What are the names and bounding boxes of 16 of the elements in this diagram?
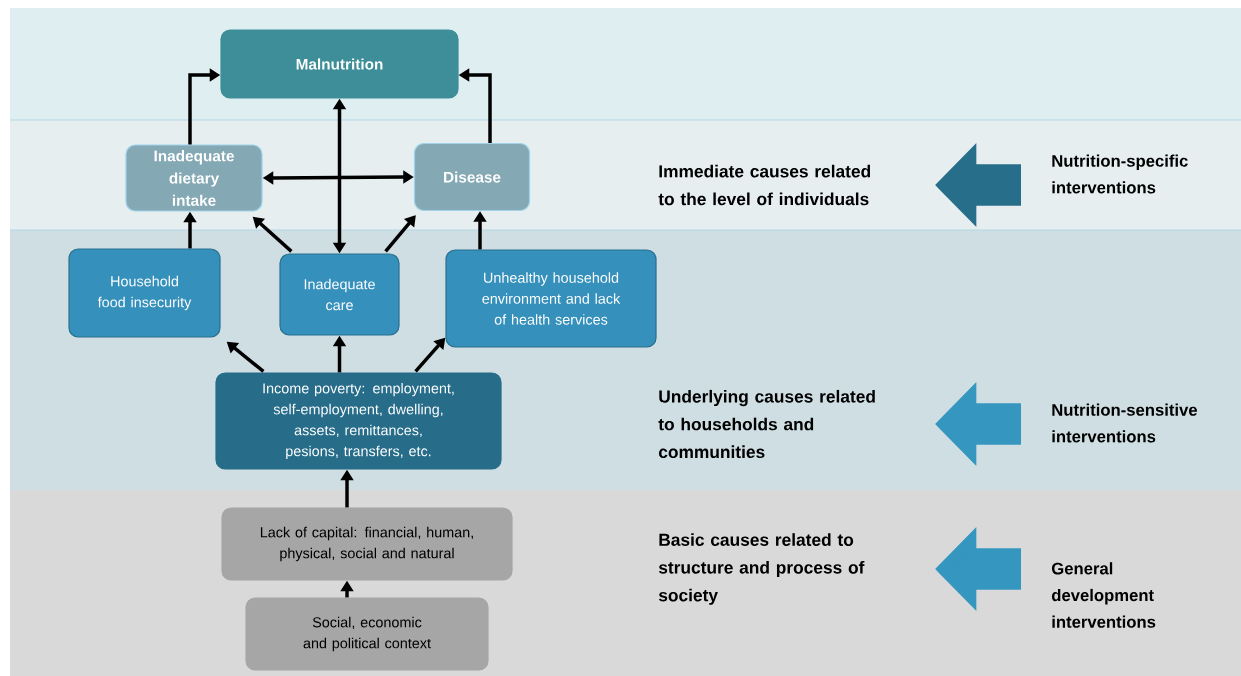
heading-text: Nutrition-sensitive interventions <box>1052 403 1198 443</box>
arrow <box>384 215 416 253</box>
context-box: Social, economic and political context <box>245 597 489 671</box>
outcome-box: Malnutrition <box>220 29 459 99</box>
cause-box: Income poverty: employment, self-employment, dwelling, assets, remittances, pesions, transfers, etc. <box>215 372 502 470</box>
cause-box: Inadequate care <box>279 253 400 336</box>
heading-text: General development interventions <box>1051 562 1156 628</box>
heading-text: Basic causes related to structure and process of society <box>658 533 865 605</box>
cause-box: Unhealthy household environment and lack of health services <box>445 249 657 348</box>
heading-text: Underlying causes related to households and communities <box>658 389 875 459</box>
cause-box: Household food insecurity <box>68 248 221 338</box>
cause-box: Lack of capital: financial, human, physical, social and natural <box>221 507 513 581</box>
cause-box: Inadequate dietary intake <box>125 144 263 212</box>
heading-text: Nutrition-specific interventions <box>1052 154 1188 194</box>
cause-box: Disease <box>413 142 531 212</box>
heading-text: Immediate causes related to the level of individuals <box>658 164 870 206</box>
